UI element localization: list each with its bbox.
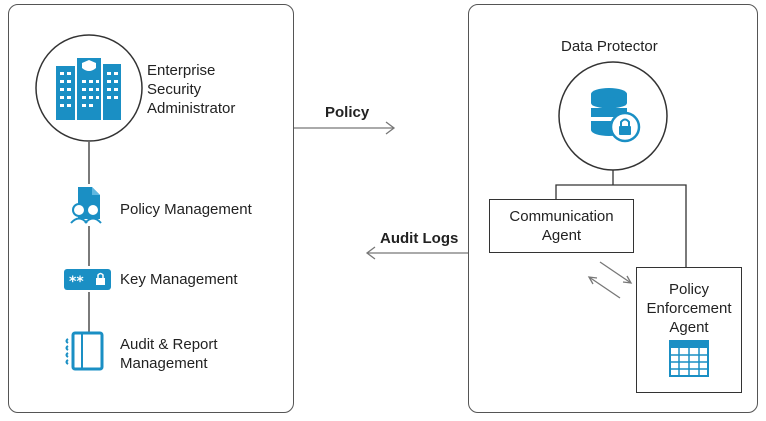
policy-arrow — [294, 121, 396, 135]
audit-logs-arrow-label: Audit Logs — [380, 230, 459, 247]
data-protector-title: Data Protector — [561, 38, 658, 55]
admin-label: Enterprise Security Administrator — [147, 62, 236, 117]
communication-agent-box: Communication Agent — [489, 199, 634, 253]
policy-arrow-label: Policy — [325, 104, 370, 121]
audit-report-label: Audit & Report Management — [120, 336, 218, 372]
policy-enforcement-agent-box: Policy Enforcement Agent — [636, 267, 742, 393]
agent-sync-arrows — [587, 261, 633, 299]
communication-agent-label: Communication Agent — [509, 208, 614, 244]
key-management-label: Key Management — [120, 271, 238, 288]
audit-logs-arrow — [365, 246, 468, 260]
policy-management-label: Policy Management — [120, 201, 252, 218]
policy-enforcement-agent-label: Policy Enforcement Agent — [646, 281, 732, 336]
